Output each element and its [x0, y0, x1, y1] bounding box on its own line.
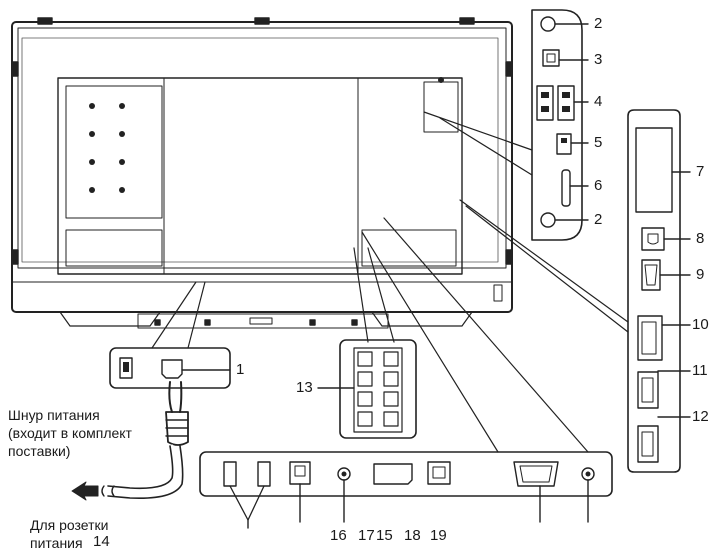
usb-port-b-icon [557, 85, 575, 121]
audio-out-port-icon [641, 227, 665, 251]
side-port-panel-top [531, 9, 589, 241]
callout-1: 1 [236, 361, 245, 378]
outlet-line-2: питания [30, 535, 83, 551]
callout-5: 5 [594, 134, 603, 151]
usb-bottom-a-icon [223, 461, 237, 487]
callout-11: 11 [692, 362, 708, 379]
dsub-bottom-icon [513, 461, 559, 487]
outlet-caption: Для розетки питания [30, 516, 108, 552]
power-cord-line-1: Шнур питания [8, 407, 100, 423]
hdmi-2-icon [637, 425, 659, 463]
hdmi-1-icon [637, 371, 659, 409]
callout-10: 10 [692, 316, 709, 333]
callout-9: 9 [696, 266, 705, 283]
usb-port-5-icon [556, 133, 572, 155]
bottom-port-panel [199, 451, 613, 529]
lan-port-icon [542, 49, 560, 67]
displayport-bottom-icon [373, 463, 413, 485]
power-cord-line-3: поставки) [8, 443, 71, 459]
power-cord [71, 381, 189, 501]
power-cord-line-2: (входит в комплект [8, 425, 132, 441]
module-slot-icon [635, 127, 673, 213]
callout-6: 6 [594, 177, 603, 194]
outlet-arrow-icon [71, 481, 99, 501]
callout-16: 16 [330, 527, 347, 544]
power-cord-caption: Шнур питания (входит в комплект поставки… [8, 406, 132, 460]
lan-bottom-port-icon [427, 461, 451, 485]
main-power-switch-icon [119, 357, 133, 379]
callout-12: 12 [692, 408, 709, 425]
callout-18: 18 [404, 527, 421, 544]
callout-2-bottom: 2 [594, 211, 603, 228]
callout-13: 13 [296, 379, 313, 396]
ac-inlet-icon [161, 359, 183, 379]
callout-4: 4 [594, 93, 603, 110]
sensor-top-icon [540, 16, 556, 32]
touch-usb-port-icon [289, 461, 311, 485]
callout-17: 17 [358, 527, 375, 544]
callout-14: 14 [93, 533, 110, 550]
callout-19: 19 [430, 527, 447, 544]
monitor-rear-panel [11, 17, 513, 329]
displayport-icon [637, 315, 663, 361]
outlet-line-1: Для розетки [30, 517, 109, 533]
callout-15: 15 [376, 527, 393, 544]
sensor-bottom-icon [540, 212, 556, 228]
callout-3: 3 [594, 51, 603, 68]
card-slot-icon [561, 169, 571, 207]
usb-port-a-icon [536, 85, 554, 121]
callout-8: 8 [696, 230, 705, 247]
usb-bottom-b-icon [257, 461, 271, 487]
callout-7: 7 [696, 163, 705, 180]
side-port-panel-right [627, 109, 691, 473]
leader-lines [151, 111, 629, 453]
callout-2-top: 2 [594, 15, 603, 32]
serial-port-panel [317, 339, 417, 439]
